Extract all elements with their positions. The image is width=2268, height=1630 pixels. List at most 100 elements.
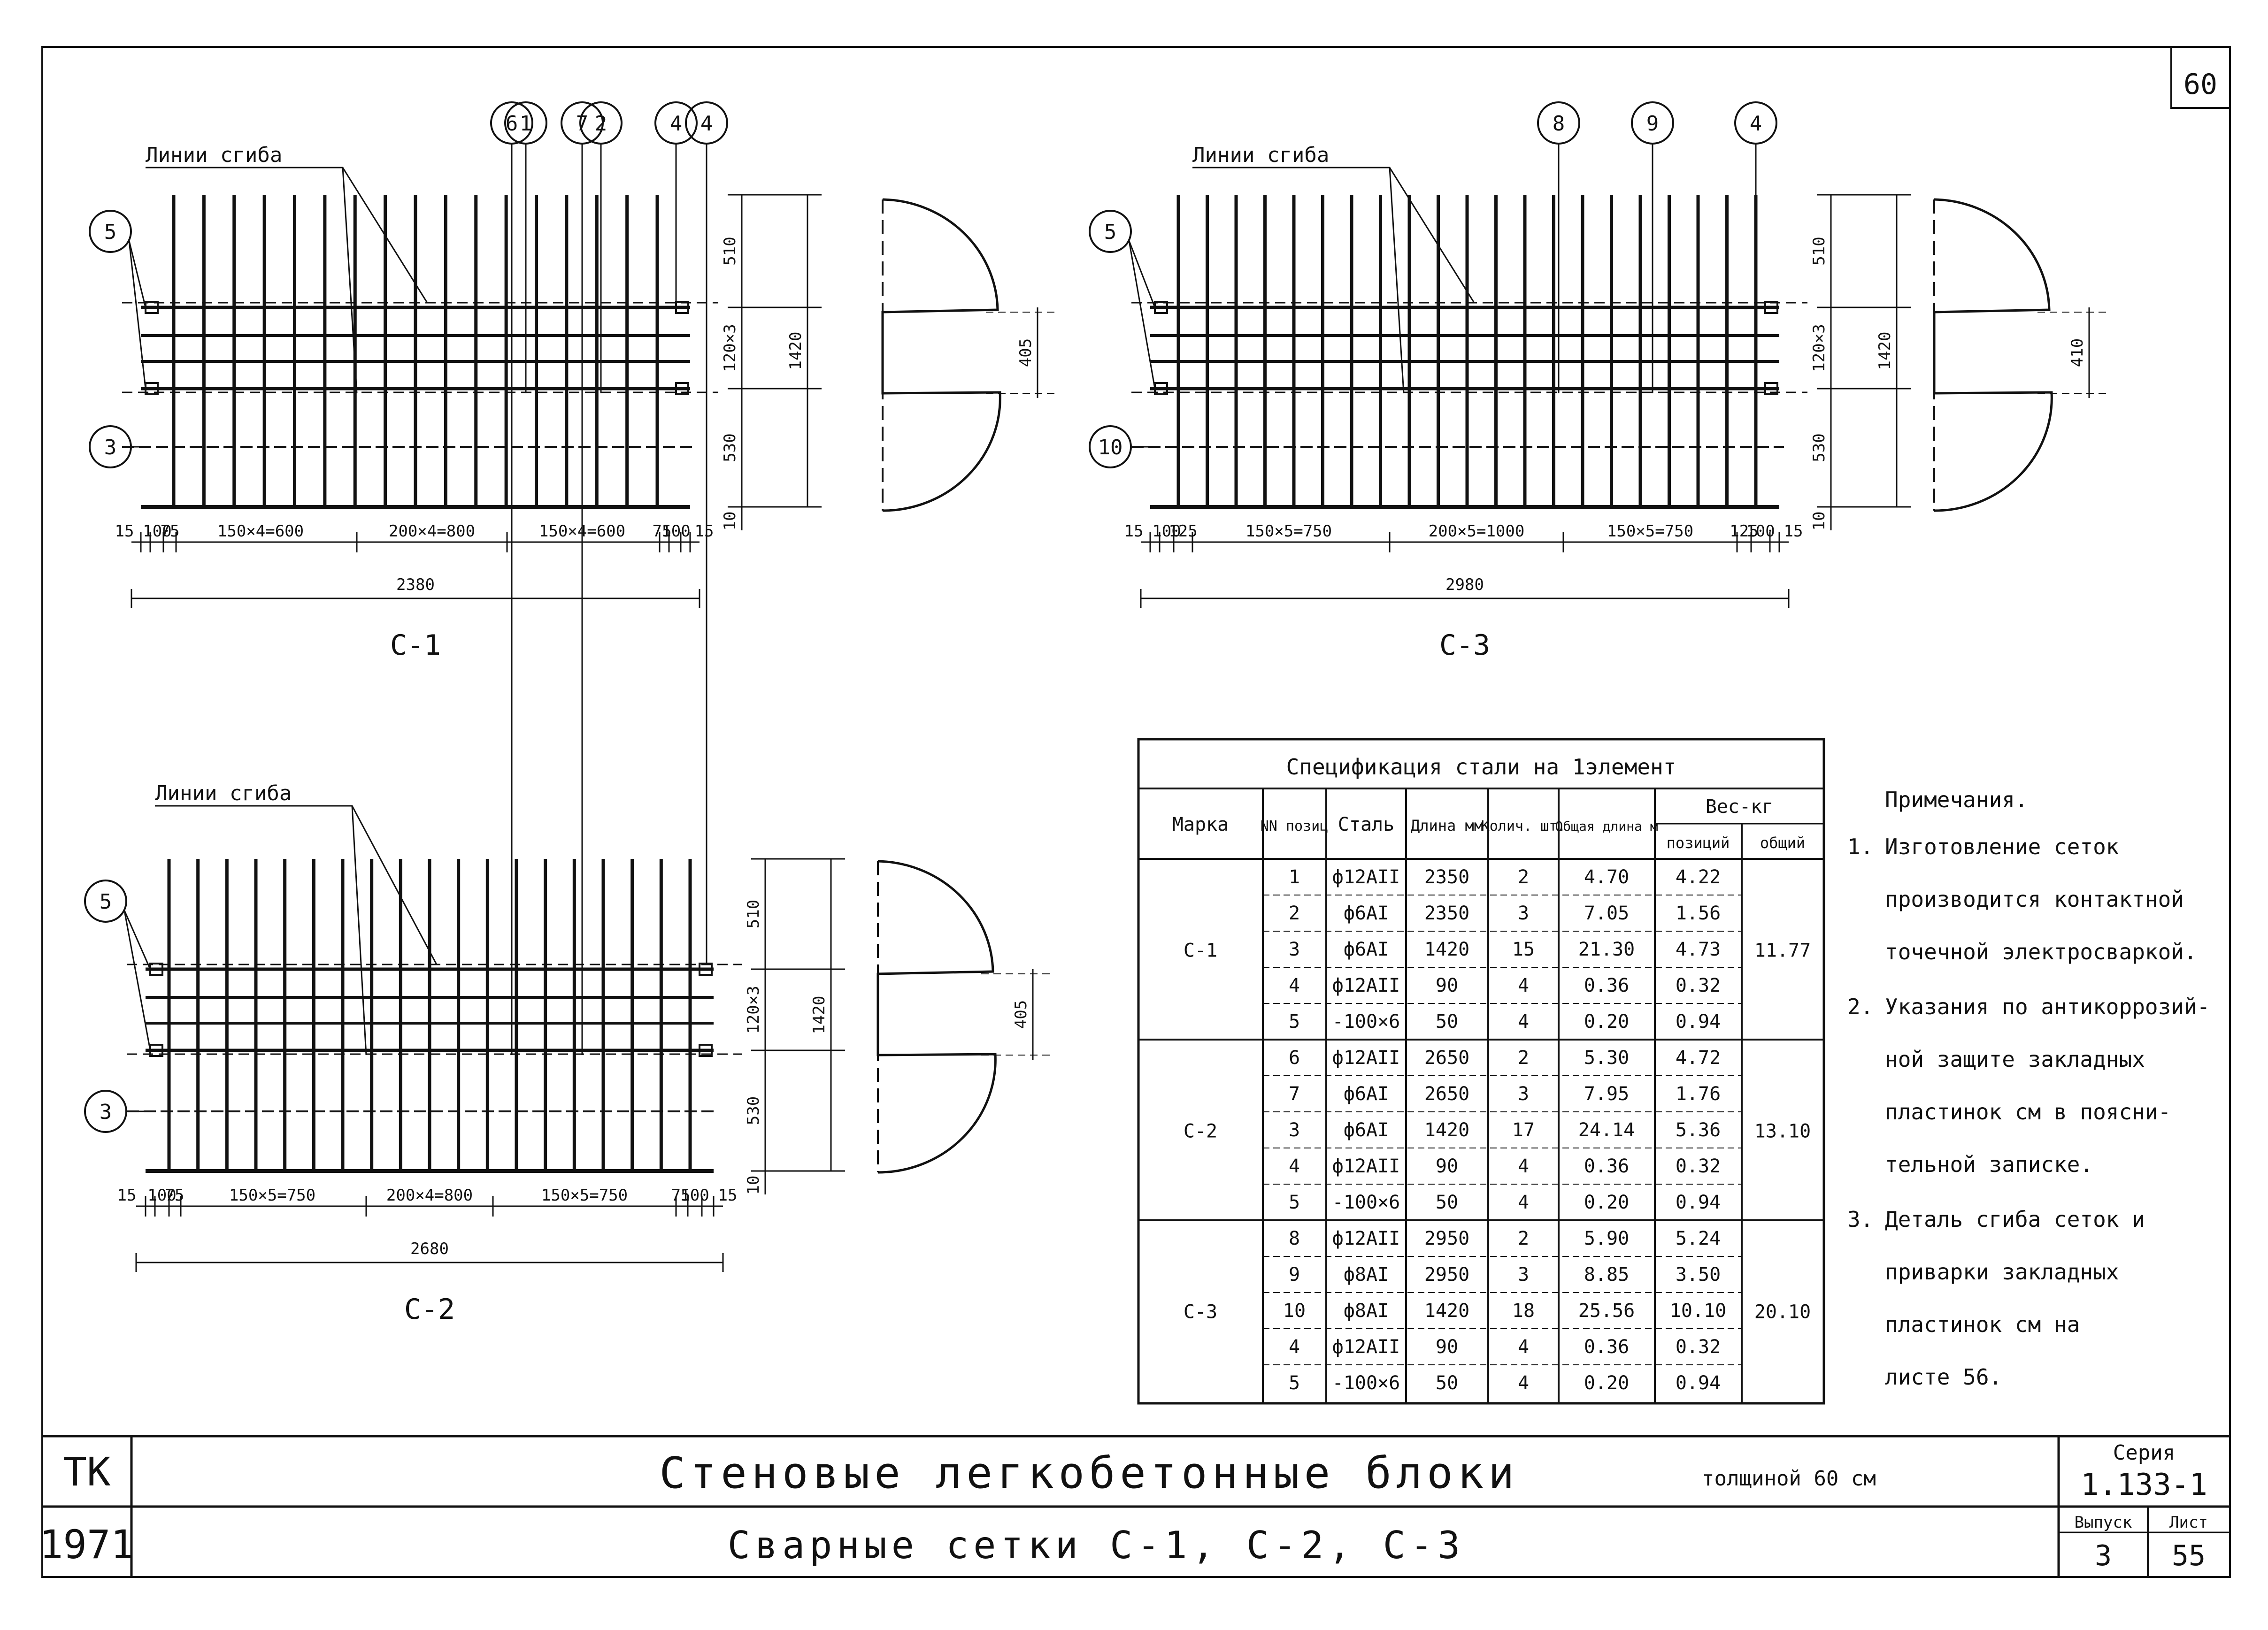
spec-cell-qty: 4 [1518, 1192, 1529, 1213]
note-line: пластинок см в поясни- [1885, 1099, 2171, 1125]
spec-cell-steel: ф12АII [1332, 975, 1400, 996]
callout-number: 5 [104, 220, 117, 244]
dimension-value: 100 [143, 522, 171, 541]
dimension-value: 200×4=800 [386, 1186, 473, 1205]
spec-cell-total-length: 0.36 [1584, 1156, 1629, 1177]
notes-block: Примечания. 1.Изготовление сетокпроизвод… [1847, 787, 2210, 1390]
spec-cell-length: 2350 [1424, 866, 1469, 888]
sheet-number-box [2170, 46, 2231, 109]
callout-number: 10 [1098, 436, 1123, 459]
embedded-plate [1764, 382, 1778, 395]
note-line: Деталь сгиба сеток и [1885, 1207, 2145, 1232]
vertical-dimension: 530 [1810, 433, 1829, 462]
spec-cell-weight: 0.94 [1676, 1011, 1721, 1033]
note-number: 3. [1847, 1207, 1873, 1232]
bent-section-profile [876, 860, 997, 1174]
dimension-value: 15 [1784, 522, 1803, 541]
col-mark-header: Марка [1172, 814, 1229, 835]
spec-cell-total-length: 24.14 [1578, 1119, 1635, 1141]
spec-cell-weight: 1.76 [1676, 1083, 1721, 1105]
spec-cell-weight: 10.10 [1670, 1300, 1726, 1322]
figure-caption: С-1 [390, 629, 441, 662]
dimension-value: 150×5=750 [1245, 522, 1332, 541]
spec-cell-steel: ф8АI [1344, 1300, 1389, 1322]
vertical-dimension: 510 [1810, 237, 1829, 265]
vertical-dimension: 10 [744, 1176, 763, 1195]
callout-number: 4 [700, 112, 713, 136]
spec-cell-total-length: 5.30 [1584, 1047, 1629, 1069]
spec-cell-length: 2950 [1424, 1228, 1469, 1249]
spec-cell-pos: 10 [1283, 1300, 1306, 1322]
overall-height: 1420 [1876, 332, 1894, 370]
note-item: 2.Указания по антикоррозий-ной защите за… [1847, 994, 2210, 1177]
spec-table-title: Спецификация стали на 1элемент [1286, 754, 1676, 780]
vertical-dimension: 530 [721, 433, 739, 462]
spec-cell-qty: 3 [1518, 1083, 1529, 1105]
dimension-value: 150×4=600 [217, 522, 304, 541]
spec-cell-steel: -100×6 [1332, 1192, 1400, 1213]
spec-cell-qty: 17 [1512, 1119, 1535, 1141]
spec-cell-qty: 4 [1518, 975, 1529, 996]
spec-cell-steel: ф12АII [1332, 1336, 1400, 1358]
dimension-value: 75 [161, 522, 180, 541]
spec-cell-total-length: 25.56 [1578, 1300, 1635, 1322]
sheet-number: 60 [2183, 68, 2217, 101]
bent-section-profile [881, 198, 1001, 512]
spec-cell-pos: 6 [1289, 1047, 1300, 1069]
spec-cell-length: 50 [1436, 1011, 1458, 1033]
dimension-value: 100 [1152, 522, 1181, 541]
note-number: 1. [1847, 834, 1873, 859]
spec-cell-weight: 3.50 [1676, 1264, 1721, 1286]
col-length-header: Длина мм [1411, 817, 1483, 834]
spec-cell-total-length: 21.30 [1578, 939, 1635, 960]
spec-cell-qty: 2 [1518, 1047, 1529, 1069]
issue-number: 3 [2095, 1539, 2112, 1572]
spec-cell-qty: 4 [1518, 1011, 1529, 1033]
note-line: Указания по антикоррозий- [1885, 994, 2210, 1019]
note-line: пластинок см на [1885, 1312, 2080, 1337]
spec-cell-pos: 7 [1289, 1083, 1300, 1105]
vertical-dimension: 510 [744, 900, 763, 928]
bend-label: Линии сгиба [155, 781, 292, 805]
dimension-value: 100 [661, 522, 690, 541]
spec-cell-steel: ф12АII [1332, 1228, 1400, 1249]
col-weight-total-header: общий [1760, 834, 1805, 852]
spec-cell-total-length: 7.95 [1584, 1083, 1629, 1105]
spec-cell-weight: 4.72 [1676, 1047, 1721, 1069]
dimension-value: 15 [695, 522, 714, 541]
spec-cell-length: 1420 [1424, 939, 1469, 960]
spec-cell-pos: 5 [1289, 1011, 1300, 1033]
spec-cell-length: 90 [1436, 975, 1458, 996]
spec-cell-total-length: 7.05 [1584, 903, 1629, 924]
dimension-value: 125 [1730, 522, 1758, 541]
note-line: производится контактной [1885, 887, 2184, 912]
callout-number: 5 [100, 890, 112, 914]
year: 1971 [39, 1522, 134, 1568]
col-qty-header: Колич. шт. [1481, 818, 1566, 834]
note-line: ной защите закладных [1885, 1047, 2145, 1072]
spec-cell-pos: 5 [1289, 1372, 1300, 1394]
callout-number: 3 [104, 436, 117, 459]
bent-section-profile [1933, 198, 2053, 512]
spec-cell-qty: 4 [1518, 1336, 1529, 1358]
series-number: 1.133-1 [2081, 1468, 2207, 1502]
drawing-title: Стеновые легкобетонные блоки [660, 1448, 1519, 1498]
spec-cell-steel: ф6АI [1344, 1119, 1389, 1141]
spec-group-total: 20.10 [1754, 1301, 1811, 1323]
callout-number: 4 [670, 112, 683, 136]
callout-number: 6 [506, 112, 518, 136]
spec-group-total: 13.10 [1754, 1121, 1811, 1142]
spec-group-total: 11.77 [1754, 940, 1811, 962]
spec-cell-total-length: 0.36 [1584, 1336, 1629, 1358]
callout-number: 4 [1750, 112, 1762, 136]
spec-cell-total-length: 4.70 [1584, 866, 1629, 888]
